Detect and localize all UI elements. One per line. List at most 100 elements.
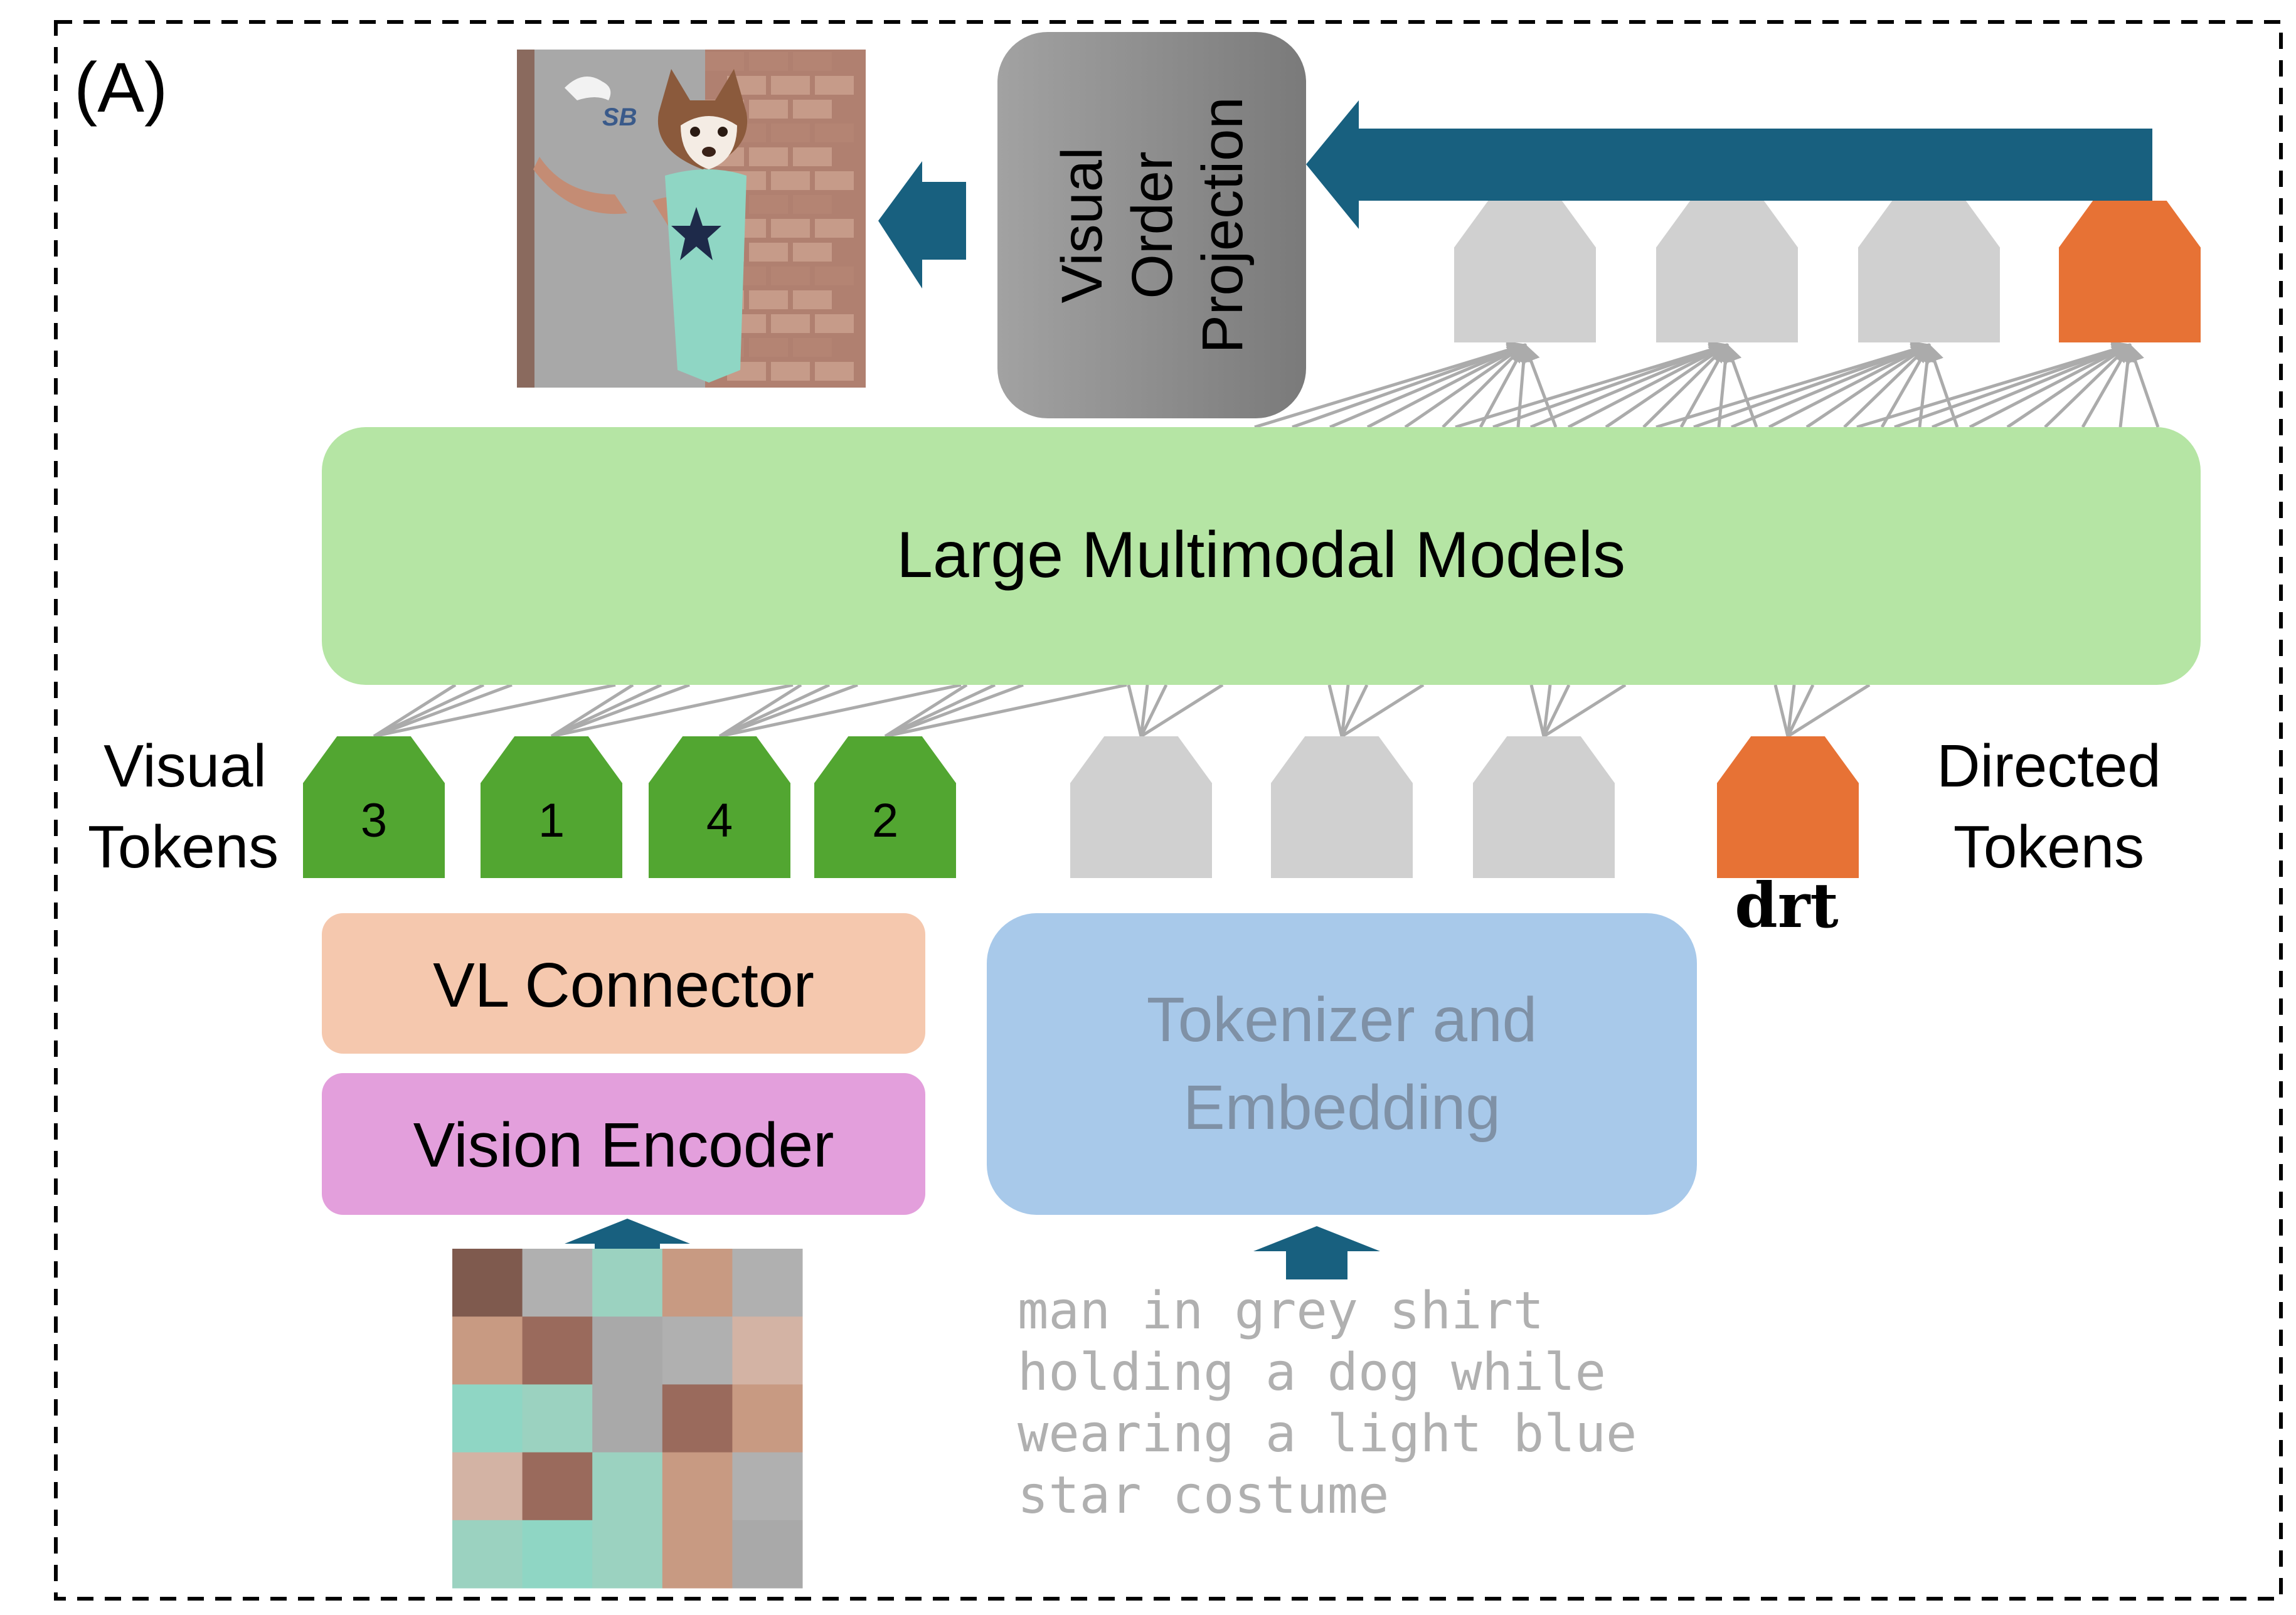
sb-logo: SB [602,103,637,131]
image-patch [452,1452,523,1521]
connector-line [1786,684,1796,737]
image-patch [522,1520,593,1589]
connector-line [1723,343,1758,428]
image-patch [592,1316,663,1385]
connector-line [885,683,1024,738]
connector-line [373,683,616,738]
connector-line [1404,343,1527,429]
husky-dog [657,69,748,383]
visual-token: 3 [303,736,445,878]
image-patch [522,1316,593,1385]
panel-border [54,20,2283,1601]
image-patch [732,1384,803,1453]
directed-tokens-label-line-1: Directed [1937,733,2160,800]
image-patch [452,1249,523,1317]
visual-token-order-label: 1 [538,794,565,847]
vl-connector-block[interactable]: VL Connector [322,913,925,1054]
output-tokens [1454,201,2201,342]
image-patch [662,1384,733,1453]
image-patch [592,1384,663,1453]
connector-line [1292,341,1527,429]
lmm-to-output-connectors [1254,341,2160,429]
output-token [1454,201,1596,342]
connector-line [1522,343,1558,428]
connector-line [1542,684,1571,738]
connector-line [1530,342,1729,429]
connector-line [1542,684,1552,737]
connector-line [1768,343,1931,429]
image-patch [522,1452,593,1521]
reconstructed-image: SB [517,50,866,388]
caption-line-4: star costume [1018,1466,1389,1525]
visual-token-order-label: 3 [361,794,387,847]
vop-label-line-3: Projection [1191,97,1255,353]
shuffled-image-grid [452,1249,803,1589]
lmm-label: Large Multimodal Models [896,519,1625,591]
connector-line [1605,343,1729,429]
connector-line [1693,341,1931,429]
connector-line [2006,343,2132,429]
connector-line [1139,684,1149,737]
connector-line [1529,684,1546,737]
input-to-lmm-connectors [373,683,1871,738]
directed-token [1717,736,1859,878]
tokenizer-label-line-1: Tokenizer and [1147,985,1538,1055]
connector-line [1543,683,1627,738]
large-multimodal-models-block[interactable]: Large Multimodal Models [322,427,2201,685]
feedback-arrow-icon [1306,100,2152,229]
text-token [1070,736,1212,878]
connector-line [551,683,794,738]
man-arm [533,157,627,214]
image-patch [662,1249,733,1317]
connector-line [373,683,485,738]
connector-line [1492,341,1729,429]
vision-encoder-label: Vision Encoder [413,1110,834,1180]
tokenizer-embedding-block[interactable]: Tokenizer and Embedding [987,913,1697,1215]
directed-tokens-label-line-2: Tokens [1953,813,2144,881]
image-patch [592,1249,663,1317]
connector-line [1932,342,2132,429]
vop-label-line-1: Visual [1050,147,1114,304]
tokenizer-label-line-2: Embedding [1183,1072,1501,1143]
connector-line [1455,341,1729,429]
connector-line [885,683,1127,738]
image-patch [522,1249,593,1317]
connector-line [1787,683,1871,738]
connector-line [1731,342,1931,429]
connector-line [719,683,858,738]
connector-line [718,683,802,738]
connector-line [1254,341,1527,429]
visual-order-projection-block[interactable]: Visual Order Projection [997,32,1306,418]
star-costume [665,169,747,383]
image-patch [732,1452,803,1521]
connector-line [373,683,457,738]
panel-label: (A) [74,48,167,127]
connector-line [1140,683,1224,738]
connector-line [550,683,634,738]
drt-label: drt [1735,870,1838,942]
caption-line-2: holding a dog while [1018,1343,1606,1402]
caption-line-3: wearing a light blue [1018,1404,1637,1464]
vision-encoder-block[interactable]: Vision Encoder [322,1073,925,1215]
image-input-arrow-icon [565,1219,690,1254]
connector-line [1139,684,1168,738]
visual-token-order-label: 4 [706,794,733,847]
vop-label-line-2: Order [1120,151,1184,299]
input-caption: man in grey shirt holding a dog while we… [1018,1281,1637,1525]
image-patch [452,1316,523,1385]
image-patch [662,1316,733,1385]
image-patch [662,1452,733,1521]
visual-tokens-label-line-1: Visual [104,733,267,800]
connector-line [1329,342,1527,429]
text-input-arrow-icon [1253,1226,1380,1279]
connector-line [1341,683,1425,738]
connector-line [884,683,968,738]
text-token [1473,736,1615,878]
caption-line-1: man in grey shirt [1018,1281,1544,1341]
connector-line [1925,343,1959,428]
connector-line [884,683,996,738]
image-patch [522,1384,593,1453]
connector-line [1127,684,1143,737]
image-patch [592,1452,663,1521]
